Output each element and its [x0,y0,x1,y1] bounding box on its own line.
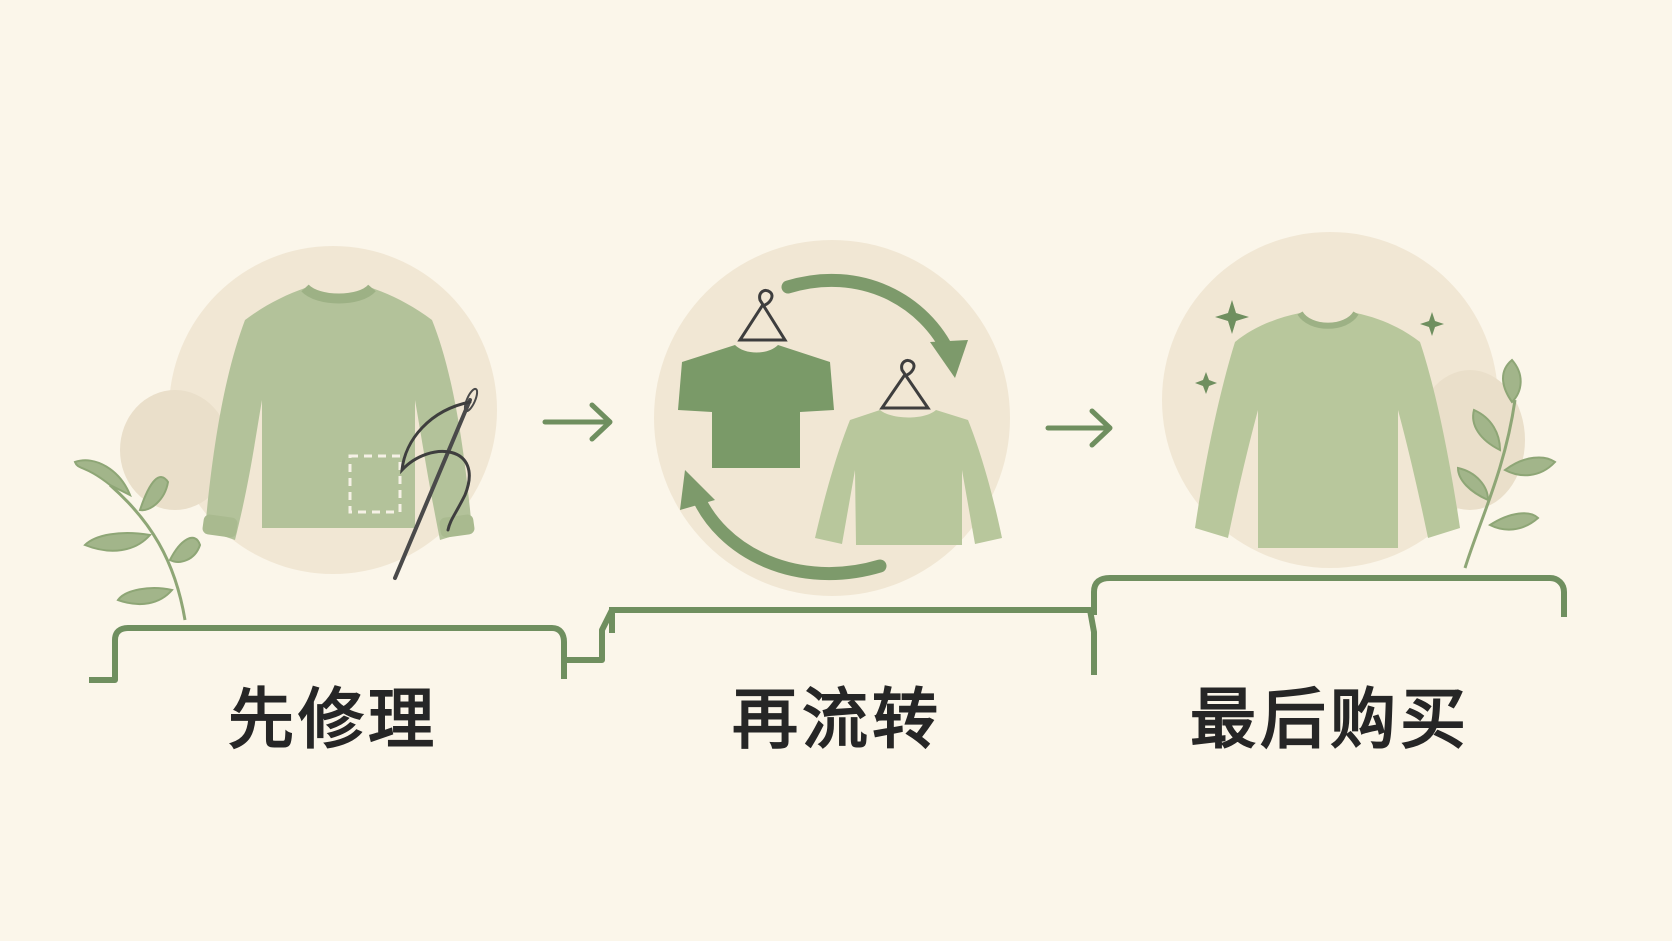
needle-and-thread-icon [393,387,479,580]
arrow-right-icon [542,402,613,442]
sweater-cuff-right [439,514,475,538]
step-3-label: 最后购买 [1190,681,1470,758]
sweater-cuff-left [202,514,238,538]
sparkle-icon [1195,300,1444,394]
step-1-label: 先修理 [228,681,438,758]
stair-step-1 [89,625,567,683]
patch-icon [348,454,402,514]
leaf-sprig-icon [73,459,202,621]
cycle-arrows-icon [680,273,968,580]
stair-step-3 [1091,575,1567,617]
stair-steps-outline [89,575,1567,683]
step-2-illustration [654,240,1010,596]
t-shirt-icon [678,288,834,468]
new-sweater-icon [1195,311,1460,548]
step-1-bush-shape [120,390,230,510]
stair-step-connector-1 [565,607,1097,675]
step-2-label: 再流转 [732,681,942,758]
step-3-illustration [1162,232,1557,569]
long-sleeve-shirt-icon [815,358,1002,545]
step-1-illustration [73,246,497,621]
leaf-sprig-icon [1456,358,1557,569]
arrow-right-icon [1045,408,1113,448]
sweater-icon [202,284,475,540]
